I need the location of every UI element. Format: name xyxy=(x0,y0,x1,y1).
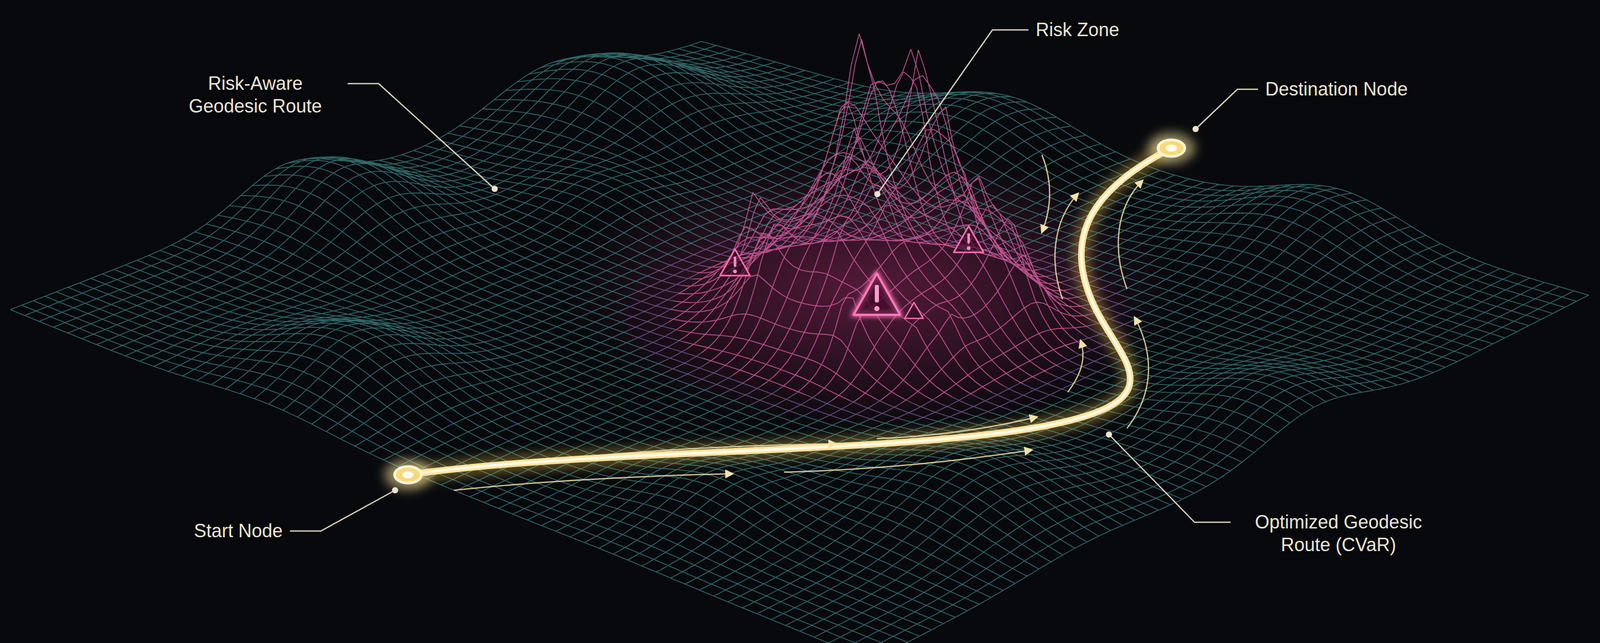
callout-label: Risk Zone xyxy=(1035,18,1120,42)
route-endpoints xyxy=(384,132,1196,491)
node-glow xyxy=(384,459,432,491)
warning-triangle xyxy=(953,225,984,253)
destination-marker xyxy=(1157,139,1185,157)
leader-line xyxy=(347,83,495,189)
flow-arrows xyxy=(453,154,1149,491)
leader-dot xyxy=(1192,125,1199,133)
flow-arrow xyxy=(1054,193,1079,300)
node-glow xyxy=(1147,132,1196,164)
route-line xyxy=(407,148,1172,475)
callout-label: Start Node xyxy=(193,519,283,543)
leader-lines xyxy=(289,29,1259,531)
leader-dot xyxy=(392,486,399,494)
warning-mark xyxy=(967,246,971,251)
leader-line xyxy=(289,490,396,531)
leader-dot xyxy=(1105,431,1113,438)
callout-label: Optimized Geodesic Route (CVaR) xyxy=(1237,510,1440,557)
warning-glow xyxy=(853,273,901,315)
flow-arrow xyxy=(1041,154,1050,233)
flow-arrow xyxy=(1127,317,1149,429)
marker-core xyxy=(1165,144,1178,152)
route-glow xyxy=(407,148,1172,475)
leader-line xyxy=(1108,434,1231,522)
flow-arrow xyxy=(1067,340,1084,393)
warning-symbols xyxy=(720,225,984,319)
leader-dot xyxy=(874,190,881,198)
route-core xyxy=(407,148,1172,475)
warning-triangle xyxy=(720,249,750,276)
wireframe-mesh xyxy=(10,33,1589,643)
terrain-grid-transition xyxy=(623,225,1134,421)
callout-label: Destination Node xyxy=(1265,77,1408,101)
flow-arrow xyxy=(876,416,1037,439)
flow-arrow xyxy=(1118,180,1143,289)
warning-mark xyxy=(733,269,738,274)
route xyxy=(407,148,1172,475)
leader-line xyxy=(877,29,1029,194)
risk-zone-grid xyxy=(668,33,1091,403)
warning-mark xyxy=(874,284,879,303)
warning-mark xyxy=(967,233,971,244)
warning-mark xyxy=(874,305,880,312)
callout-label: Risk-Aware Geodesic Route xyxy=(170,72,341,118)
marker-core xyxy=(402,470,414,479)
warning-triangle xyxy=(853,273,901,315)
leader-line xyxy=(1195,89,1259,129)
warning-mark xyxy=(733,256,737,267)
flow-arrow xyxy=(784,449,1032,472)
flow-arrow xyxy=(453,473,733,491)
start-marker xyxy=(394,466,422,483)
warning-triangle xyxy=(904,302,924,319)
flow-arrow xyxy=(557,443,836,460)
leader-dot xyxy=(491,185,498,192)
